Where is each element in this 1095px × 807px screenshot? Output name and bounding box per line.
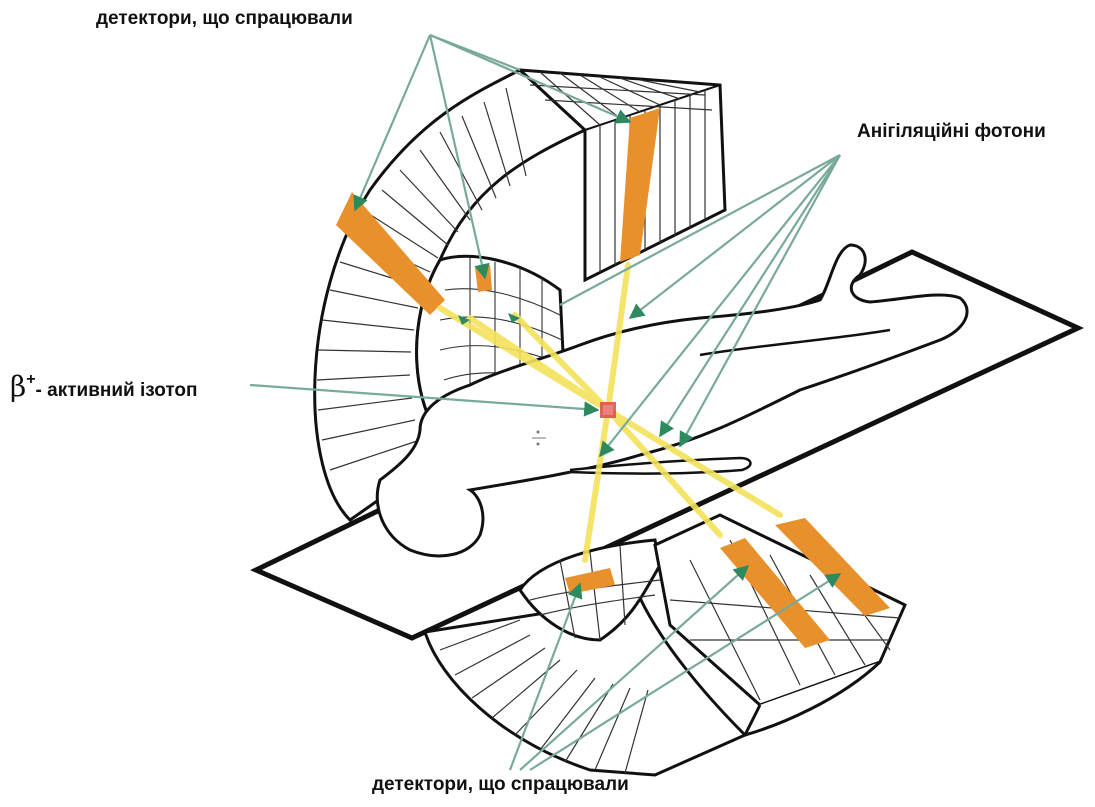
annihilation-photons-label: Анігіляційні фотони bbox=[857, 121, 1046, 143]
beta-plus-superscript: + bbox=[26, 371, 35, 388]
isotope-source bbox=[600, 402, 616, 418]
detectors-bottom-label: детектори, що спрацювали bbox=[372, 774, 629, 796]
beta-symbol: β bbox=[10, 370, 26, 403]
isotope-text: - активний ізотоп bbox=[36, 380, 198, 401]
detectors-top-label: детектори, що спрацювали bbox=[96, 8, 353, 30]
isotope-label: β+- активний ізотоп bbox=[10, 370, 198, 403]
